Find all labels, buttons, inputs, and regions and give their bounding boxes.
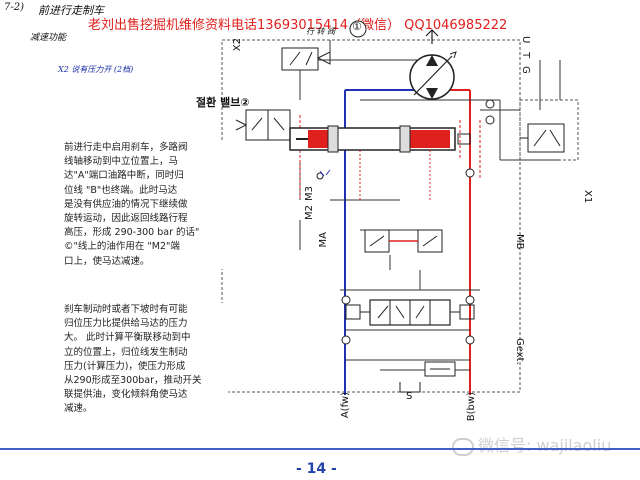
port-g-label: G [520,66,531,74]
port-gext-label: Gext. [514,338,525,365]
diagram-frame [221,39,521,393]
port-x2-label: X2 [232,38,243,52]
blue-accent [319,169,331,177]
caption-hand: X2 说有压力开 (2档) [58,65,134,74]
desc1-line-2: 线轴移动到中立位置上，马 [64,156,179,168]
port-ma-label: MA [318,232,329,248]
desc2-line-8: 减速。 [64,403,93,415]
valve-x2-block [281,47,319,71]
piston [327,125,339,153]
desc1-line-3: 达"A"端口油路中断，同时归 [64,170,184,182]
desc1-line-4: 位线 "B"也终端。此时马达 [64,184,178,196]
description-block-2: 刹车制动时或者下坡时有可能 归位压力比提供给马达的压力 大。 此时计算平衡联移动… [64,303,228,417]
port-t-label: T [520,52,531,59]
desc2-line-1: 刹车制动时或者下坡时有可能 [64,304,188,315]
tank-symbol [399,382,421,393]
desc1-line-6: 旋转运动，因此返回线路行程 [64,213,188,225]
port-a-label: A(fw) [340,392,351,419]
piston-2 [399,125,411,153]
valve-2-label: 절환 밸브② [196,96,250,109]
desc1-line-7: 高压，形成 290-300 bar 的话" [64,227,200,239]
desc2-line-2: 归位压力比提供给马达的压力 [64,318,188,330]
bottom-watermark-text: 微信号: wajilaoliu [478,436,612,455]
desc1-line-9: 口上，使马达减速。 [64,255,150,267]
desc2-line-7: 联提供油，变化倾斜角使马达 [64,389,188,401]
port-u-label: U [520,36,531,44]
circle-one [349,20,367,38]
wechat-icon [452,437,474,456]
port-m3-label: M3 [304,186,315,201]
valve-1-number: ① [352,20,362,33]
check-valves [316,99,495,345]
port-x1-label: X1 [582,190,593,204]
desc1-line-8: ©"线上的油作用在 "M2"端 [64,241,180,253]
right-valve-block [527,123,565,153]
desc1-line-5: 是没有供应油的情况下继续做 [64,198,188,210]
description-block-1: 前进行走中启用刹车，多路阀 线轴移动到中立位置上，马 达"A"端口油路中断，同时… [64,141,232,269]
red-pilot [299,115,481,200]
bottom-watermark: 微信号: wajilaoliu [452,432,611,456]
top-watermark: 老刘出售挖掘机维修资料电话13693015414（微信） QQ104698522… [88,18,508,33]
port-b-label: B(bw) [466,392,477,422]
desc2-line-5: 压力(计算压力)，使压力形成 [64,360,186,372]
red-accent [359,150,431,200]
desc1-line-1: 前进行走中启用刹车，多路阀 [64,142,188,153]
footer-divider [0,448,640,450]
page-title-hand: 前进行走制车 [38,4,104,17]
subtitle-hand: 减速功能 [30,33,67,43]
valve-2-block [245,109,269,141]
hydraulic-diagram [221,20,579,395]
valve-1-label: 行 转 阀 [306,27,336,36]
desc2-line-6: 从290形成至300bar，推动开关 [64,375,202,387]
port-mb-label: MB [514,234,525,250]
port-m2-label: M2 [304,205,315,220]
page-ref: 7-2) [4,2,25,13]
desc2-line-4: 立的位置上，归位线发生制动 [64,346,188,358]
page-number: - 14 - [296,461,337,477]
black-lines [299,40,561,371]
port-s-label: S [406,391,413,402]
cylinder-red-chamber-2 [400,130,450,148]
desc2-line-3: 大。 此时计算平衡联移动到中 [64,332,191,344]
